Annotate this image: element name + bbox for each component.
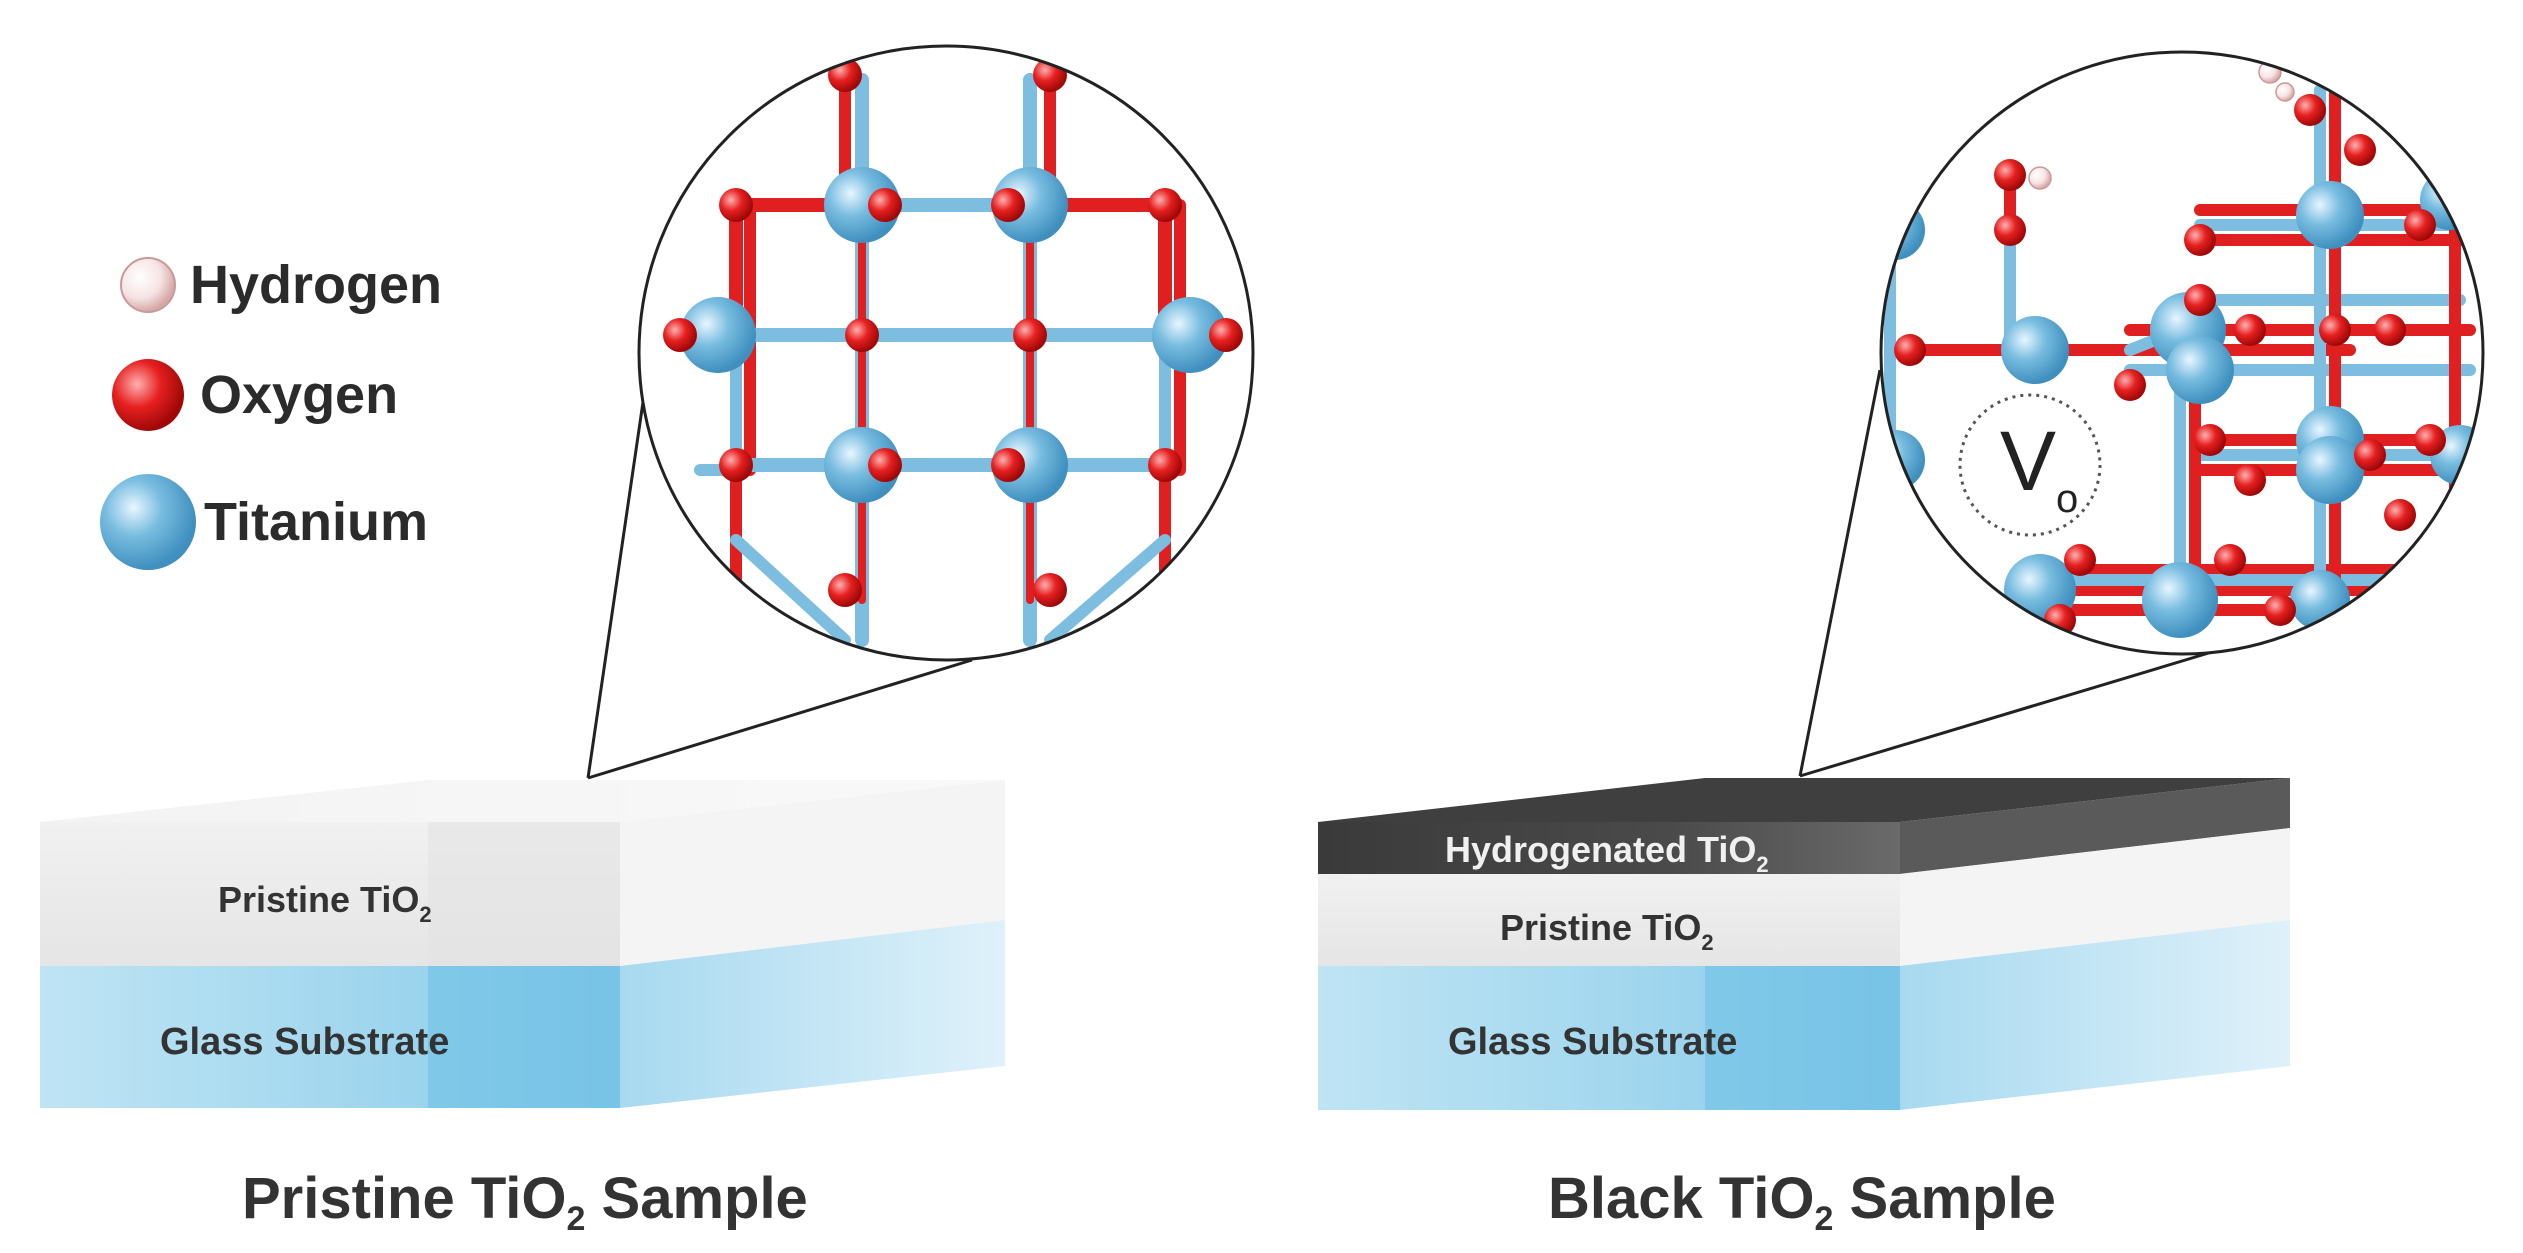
right-hydrogenated-layer <box>1318 822 1900 874</box>
legend-oxygen: Oxygen <box>112 359 398 431</box>
hydrogen-atom-icon <box>120 257 176 313</box>
oxygen-vacancy: Vo <box>1958 393 2102 537</box>
legend-titanium-label: Titanium <box>204 492 428 552</box>
left-zoom-circle-outline <box>637 44 1255 662</box>
right-caption: Black TiO2 Sample <box>1548 1166 2056 1238</box>
right-glass-side <box>1900 920 2290 1110</box>
right-hydrogenated-side <box>1900 778 2290 874</box>
right-hydrogenated-top <box>1318 778 2290 822</box>
right-crystal-lattice: Vo <box>1881 60 2483 646</box>
legend-titanium: Titanium <box>100 474 428 570</box>
right-glass-label: Glass Substrate <box>1448 1021 1737 1063</box>
left-slab: Pristine TiO2 Glass Substrate <box>40 780 1005 1108</box>
left-zoom-lines <box>586 367 973 780</box>
right-pristine-label: Pristine TiO2 <box>1500 907 1714 955</box>
right-zoom-circle: Vo <box>1879 50 2485 656</box>
legend-hydrogen: Hydrogen <box>120 255 442 315</box>
vacancy-label: Vo <box>2000 414 2078 521</box>
legend-oxygen-label: Oxygen <box>200 365 398 425</box>
right-slab: Hydrogenated TiO2 Pristine TiO2 Glass Su… <box>1318 778 2290 1110</box>
titanium-atom-icon <box>100 474 196 570</box>
right-hydrogenated-label: Hydrogenated TiO2 <box>1445 829 1769 877</box>
right-pristine-layer <box>1318 874 1900 966</box>
legend: Hydrogen Oxygen Titanium <box>100 255 442 570</box>
left-pristine-side <box>620 780 1005 966</box>
right-zoom-circle-outline <box>1879 50 2485 656</box>
left-crystal-lattice <box>663 58 1243 647</box>
legend-hydrogen-label: Hydrogen <box>190 255 442 315</box>
left-caption: Pristine TiO2 Sample <box>242 1166 808 1238</box>
left-glass-side <box>620 920 1005 1108</box>
oxygen-atom-icon <box>112 359 184 431</box>
left-slab-top <box>40 780 1005 822</box>
right-zoom-lines <box>1798 369 2213 778</box>
left-zoom-circle <box>637 44 1255 662</box>
left-pristine-label: Pristine TiO2 <box>218 879 432 927</box>
left-glass-label: Glass Substrate <box>160 1021 449 1063</box>
